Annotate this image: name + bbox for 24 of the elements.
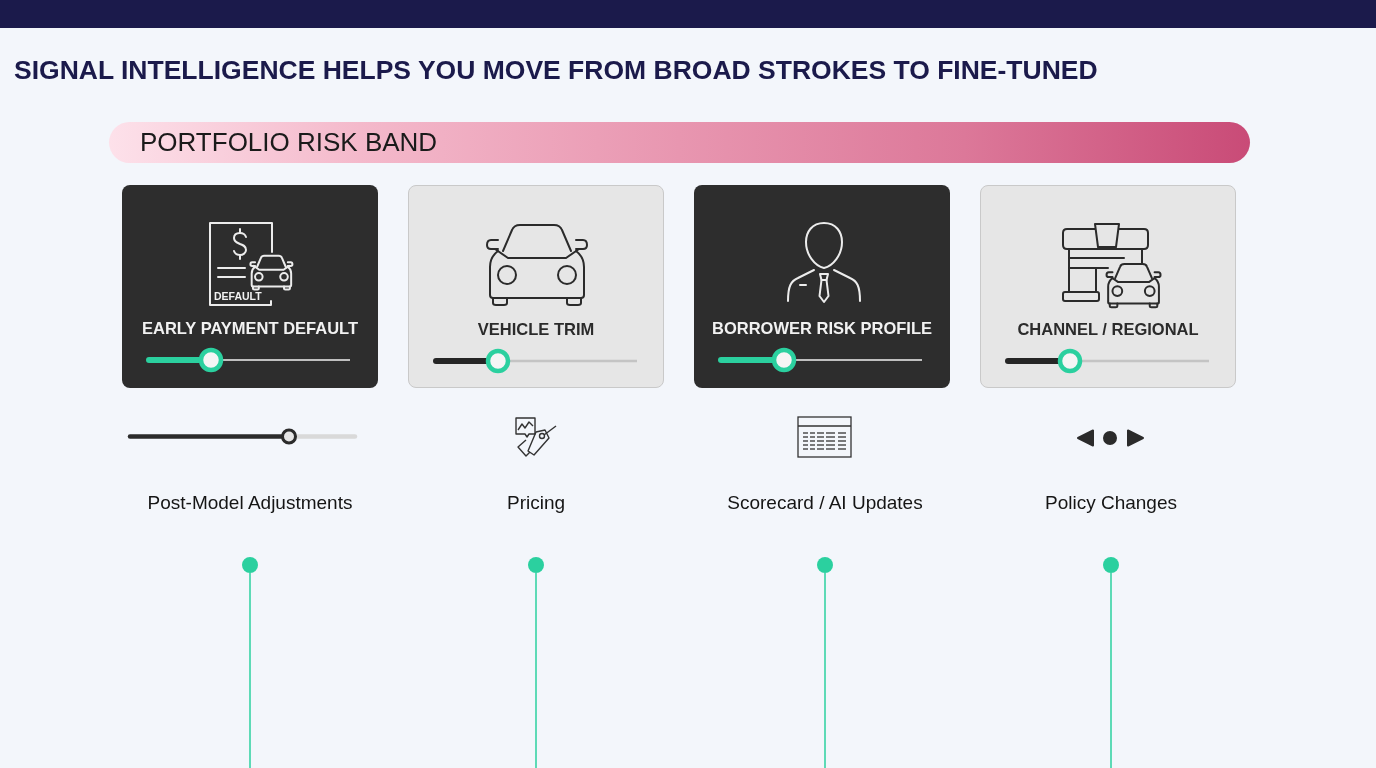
timeline-line <box>1110 572 1112 768</box>
category-card <box>122 185 378 388</box>
category-card <box>694 185 950 388</box>
timeline-dot <box>528 557 544 573</box>
column-label: Pricing <box>506 492 566 514</box>
card-title: BORROWER RISK PROFILE <box>712 318 932 338</box>
band-label: PORTFOLIO RISK BAND <box>140 126 438 159</box>
timeline-line <box>535 572 537 768</box>
timeline-dot <box>1103 557 1119 573</box>
timeline-line <box>824 572 826 768</box>
timeline-dot <box>242 557 258 573</box>
column-label: Policy Changes <box>1045 492 1177 514</box>
column-label: Scorecard / AI Updates <box>727 492 923 514</box>
card-title: CHANNEL / REGIONAL <box>1017 319 1199 339</box>
column-label: Post-Model Adjustments <box>147 492 353 514</box>
timeline-line <box>249 572 251 768</box>
timeline-dot <box>817 557 833 573</box>
document-label: DEFAULT <box>214 291 262 302</box>
card-title: VEHICLE TRIM <box>477 319 595 339</box>
title: SIGNAL INTELLIGENCE HELPS YOU MOVE FROM BROAD STROKES TO FINE-TUNED <box>14 55 1098 85</box>
card-title: EARLY PAYMENT DEFAULT <box>141 318 359 338</box>
gradient-band <box>109 122 1250 163</box>
category-card <box>408 185 664 388</box>
category-card <box>980 185 1236 388</box>
